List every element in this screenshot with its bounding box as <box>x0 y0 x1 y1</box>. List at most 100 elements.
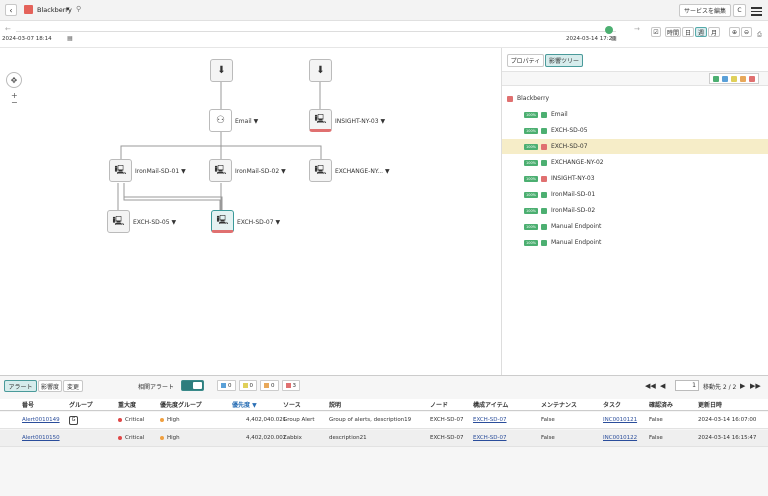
cell-ci[interactable]: EXCH-SD-07 <box>473 430 507 446</box>
page-input[interactable]: 1 <box>675 380 699 391</box>
severity-count-badge[interactable]: 0 <box>239 380 258 391</box>
start-calendar-icon[interactable]: ▦ <box>67 35 73 42</box>
impact-percent-badge: 100% <box>524 192 538 198</box>
tree-item[interactable]: 100%EXCH-SD-05 <box>502 123 768 138</box>
tree-item[interactable]: 100%EXCH-SD-07 <box>502 139 768 154</box>
range-month[interactable]: 月 <box>708 27 720 37</box>
zoom-in-icon[interactable]: ⊕ <box>729 27 740 37</box>
tree-item-label: IronMail-SD-02 <box>551 207 595 214</box>
column-header[interactable]: 優先度グループ <box>160 399 202 410</box>
column-header[interactable]: 説明 <box>329 399 341 410</box>
table-row[interactable]: Alert0010150CriticalHigh4,402,020.001Zab… <box>0 430 768 447</box>
node-exchange-ny-label: EXCHANGE-NY... ▼ <box>335 168 390 175</box>
edit-service-button[interactable]: サービスを編集 <box>679 4 731 17</box>
column-header[interactable]: メンテナンス <box>541 399 577 410</box>
tab-properties[interactable]: プロパティ <box>507 54 544 67</box>
back-button[interactable]: ‹ <box>5 4 17 16</box>
timeline-prev-icon[interactable]: ← <box>5 25 11 33</box>
tree-item[interactable]: 100%EXCHANGE-NY-02 <box>502 155 768 170</box>
legend-swatch-icon[interactable] <box>722 76 728 82</box>
tab-impact[interactable]: 影響度 <box>38 380 62 392</box>
tree-item[interactable]: 100%Manual Endpoint <box>502 219 768 234</box>
cell-number[interactable]: Alert0010149 <box>22 412 60 428</box>
cell-severity: Critical <box>118 430 144 446</box>
pin-icon[interactable]: ⚲ <box>76 5 81 13</box>
cell-description: description21 <box>329 430 367 446</box>
legend-swatch-icon[interactable] <box>731 76 737 82</box>
legend-swatch-icon[interactable] <box>749 76 755 82</box>
prev-page-icon[interactable]: ◀ <box>660 382 665 390</box>
column-header[interactable]: 番号 <box>22 399 34 410</box>
impact-percent-badge: 100% <box>524 128 538 134</box>
timeline-marker-icon[interactable] <box>605 26 613 34</box>
cell-number[interactable]: Alert0010150 <box>22 430 60 446</box>
tab-changes[interactable]: 変更 <box>63 380 83 392</box>
server-icon: 🖳 <box>214 163 226 179</box>
cell-ci[interactable]: EXCH-SD-07 <box>473 412 507 428</box>
next-page-icon[interactable]: ▶ <box>740 382 745 390</box>
column-header[interactable]: ソース <box>283 399 301 410</box>
zoom-out-icon[interactable]: ⊖ <box>741 27 752 37</box>
column-header[interactable]: 重大度 <box>118 399 136 410</box>
node-email[interactable]: ⚇ <box>209 109 232 132</box>
severity-count-badge[interactable]: 3 <box>282 380 301 391</box>
legend-swatch-icon[interactable] <box>740 76 746 82</box>
related-alerts-toggle[interactable] <box>181 380 204 391</box>
range-hour[interactable]: 時間 <box>665 27 681 37</box>
group-icon[interactable]: G <box>69 416 78 425</box>
topology-canvas[interactable]: ✥ + − ⬇ ⬇ ⚇ Email ▼ 🖳 INSIGHT-NY-03 ▼ 🖳 <box>0 48 502 375</box>
tree-root[interactable]: Blackberry <box>502 91 768 106</box>
chevron-left-icon: ‹ <box>9 6 12 15</box>
node-insight-label: INSIGHT-NY-03 ▼ <box>335 118 385 125</box>
node-exch-sd-07[interactable]: 🖳 <box>211 210 234 233</box>
export-icon[interactable]: ⎙ <box>757 31 762 39</box>
first-page-icon[interactable]: ◀◀ <box>645 382 656 390</box>
cell-task[interactable]: INC0010122 <box>603 430 637 446</box>
tree-item[interactable]: 100%Email <box>502 107 768 122</box>
node-exchange-ny[interactable]: 🖳 <box>309 159 332 182</box>
range-week[interactable]: 週 <box>695 27 707 37</box>
status-legend[interactable] <box>709 73 759 84</box>
timeline-next-icon[interactable]: → <box>634 25 640 33</box>
column-header[interactable]: 確認済み <box>649 399 673 410</box>
node-ironmail-02[interactable]: 🖳 <box>209 159 232 182</box>
tree-item[interactable]: 100%INSIGHT-NY-03 <box>502 171 768 186</box>
tree-item[interactable]: 100%IronMail-SD-02 <box>502 203 768 218</box>
cell-task[interactable]: INC0010121 <box>603 412 637 428</box>
table-row[interactable]: Alert0010149GCriticalHigh4,402,040.021Gr… <box>0 412 768 429</box>
node-ironmail-02-label: IronMail-SD-02 ▼ <box>235 168 286 175</box>
severity-count-badge[interactable]: 0 <box>217 380 236 391</box>
node-ironmail-01[interactable]: 🖳 <box>109 159 132 182</box>
last-page-icon[interactable]: ▶▶ <box>750 382 761 390</box>
cell-node: EXCH-SD-07 <box>430 430 464 446</box>
refresh-button[interactable]: C <box>733 4 746 17</box>
severity-count-value: 0 <box>250 383 254 389</box>
legend-swatch-icon[interactable] <box>713 76 719 82</box>
checkbox-icon[interactable]: ☑ <box>651 27 661 37</box>
node-exch-sd-05[interactable]: 🖳 <box>107 210 130 233</box>
service-dropdown-icon[interactable]: ▾ <box>66 5 70 13</box>
severity-count-value: 3 <box>293 383 297 389</box>
column-header[interactable]: ノード <box>430 399 448 410</box>
end-calendar-icon[interactable]: ▦ <box>611 35 617 42</box>
node-insight[interactable]: 🖳 <box>309 109 332 132</box>
cell-severity: Critical <box>118 412 144 428</box>
column-header[interactable]: 優先度 ▼ <box>232 399 257 410</box>
tree-item-label: EXCHANGE-NY-02 <box>551 159 604 166</box>
severity-count-badge[interactable]: 0 <box>260 380 279 391</box>
tree-item[interactable]: 100%IronMail-SD-01 <box>502 187 768 202</box>
column-header[interactable]: 更新日時 <box>698 399 722 410</box>
menu-icon[interactable] <box>751 4 762 17</box>
tree-item[interactable]: 100%Manual Endpoint <box>502 235 768 250</box>
column-header[interactable]: タスク <box>603 399 621 410</box>
column-header[interactable]: 構成アイテム <box>473 399 508 410</box>
severity-swatch-icon <box>286 383 291 388</box>
range-day[interactable]: 日 <box>682 27 694 37</box>
incoming-arrow-node[interactable]: ⬇ <box>210 59 233 82</box>
timeline-track[interactable] <box>16 31 616 32</box>
incoming-arrow-node[interactable]: ⬇ <box>309 59 332 82</box>
tab-alerts[interactable]: アラート <box>4 380 37 392</box>
column-header[interactable]: グループ <box>69 399 93 410</box>
service-group-icon: ⚇ <box>216 115 225 126</box>
tab-impact-tree[interactable]: 影響ツリー <box>545 54 583 67</box>
